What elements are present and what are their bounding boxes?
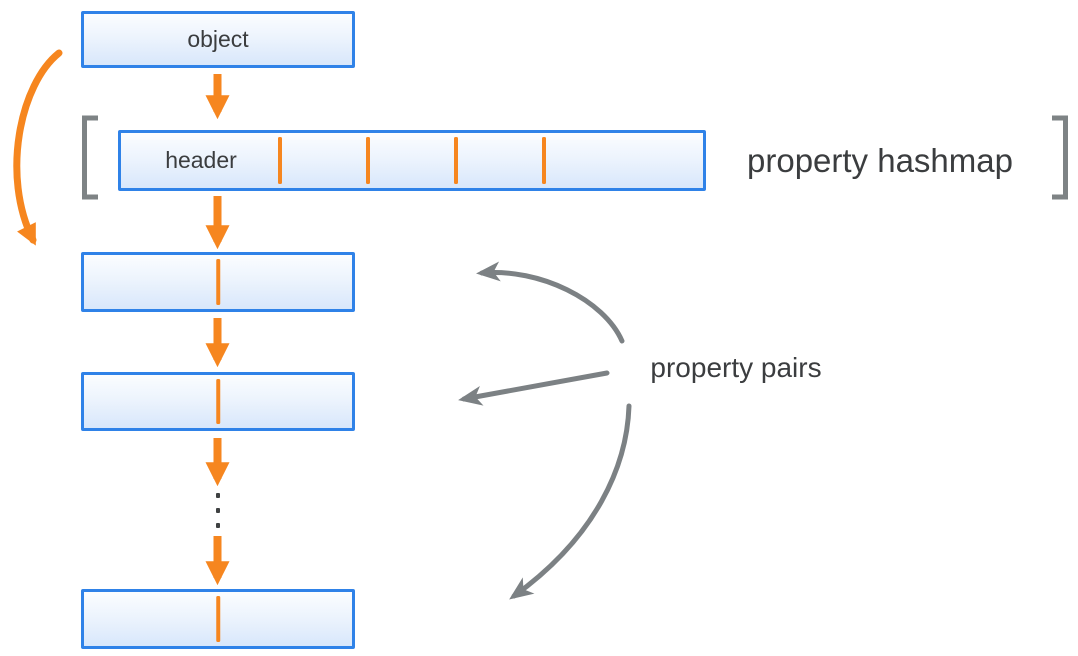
ellipsis-dot [215, 508, 220, 513]
hashmap-header-label: header [165, 147, 237, 173]
ellipsis-dot [215, 523, 220, 528]
pair-divider [216, 379, 220, 424]
hashmap-cell-divider [542, 137, 546, 184]
hashmap-cell-divider [366, 137, 370, 184]
arrow-pairs-label-to-pair1 [476, 261, 625, 344]
arrow-object-to-pairs-curved [13, 49, 63, 246]
arrow-pairs-label-to-pair3 [509, 403, 632, 600]
right-bracket [1052, 115, 1068, 200]
left-bracket [82, 115, 98, 200]
arrow-pairs-label-to-pair2 [458, 370, 610, 406]
hashmap-cell-divider [454, 137, 458, 184]
property-pair-box-2 [81, 372, 355, 431]
ellipsis-dot [215, 493, 220, 498]
hashmap-header-box: header [118, 130, 706, 191]
hashmap-caption: property hashmap [747, 141, 1013, 179]
pair-divider [216, 596, 220, 642]
hashmap-cell-divider [278, 137, 282, 184]
property-pair-box-3 [81, 589, 355, 649]
object-box-label: object [187, 26, 249, 52]
object-box: object [81, 11, 355, 68]
property-pair-box-1 [81, 252, 355, 312]
pairs-caption: property pairs [650, 352, 822, 383]
pair-divider [216, 259, 220, 305]
